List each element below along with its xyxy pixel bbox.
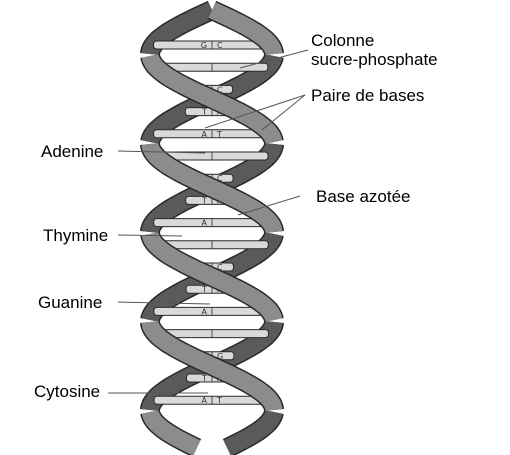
base-letter-right: T <box>216 396 222 405</box>
leader-line-adenine <box>117 150 206 154</box>
leader-line-paire-2 <box>261 94 306 131</box>
label-colonne-sucre-phosphate: Colonne sucre-phosphate <box>311 31 438 69</box>
leader-line-thymine <box>117 234 183 237</box>
base-letter-left: A <box>202 307 208 316</box>
base-letter-left: A <box>202 130 208 139</box>
label-colonne-line2: sucre-phosphate <box>311 50 438 69</box>
label-colonne-line1: Colonne <box>311 31 375 50</box>
leader-line-colonne <box>239 49 309 69</box>
base-letter-left: T <box>201 108 207 117</box>
label-adenine: Adenine <box>41 142 104 161</box>
strand-a-back-segment-2 <box>223 410 283 455</box>
label-thymine: Thymine <box>43 226 109 245</box>
label-cytosine: Cytosine <box>34 382 101 401</box>
base-letter-left: T <box>201 196 207 205</box>
leader-line-paire-1 <box>204 94 306 129</box>
base-letter-right: C <box>217 85 223 94</box>
strand-b-front-segment-1 <box>141 232 283 322</box>
base-letter-right: T <box>216 130 222 139</box>
strand-a-front-segment-0 <box>208 2 283 55</box>
label-base-azotee: Base azotée <box>316 187 411 206</box>
base-letter-left: T <box>201 374 207 383</box>
leader-lines <box>108 49 309 394</box>
base-letter-right: C <box>217 263 223 272</box>
base-letter-right: G <box>217 352 223 361</box>
base-letter-right: C <box>217 41 223 50</box>
base-letter-left: A <box>202 396 208 405</box>
base-letter-left: A <box>202 219 208 228</box>
base-letter-left: G <box>201 41 207 50</box>
strand-a-front-segment-1 <box>141 143 283 233</box>
strand-b-front-segment-2 <box>141 410 201 455</box>
strand-b-back-segment-0 <box>141 2 216 55</box>
base-letter-right: C <box>217 174 223 183</box>
strand-a-front-segment-2 <box>141 321 283 411</box>
label-guanine: Guanine <box>38 293 103 312</box>
leader-line-base-azotee <box>237 195 301 216</box>
base-letter-left: T <box>201 285 207 294</box>
leader-line-guanine <box>117 301 211 305</box>
label-paire-de-bases: Paire de bases <box>311 86 425 105</box>
